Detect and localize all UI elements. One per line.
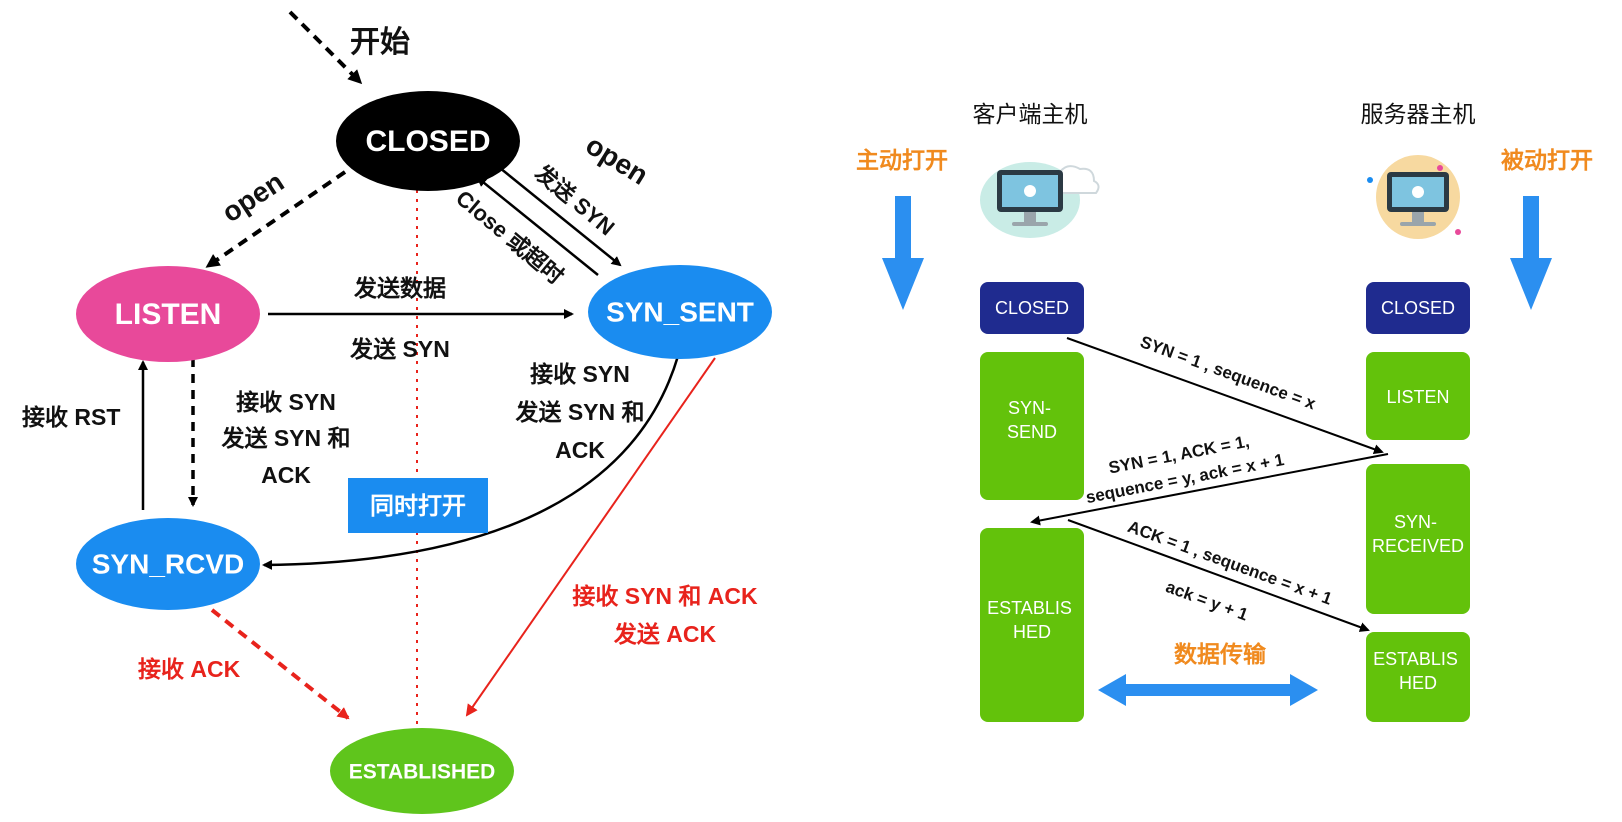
arrow-rcvd-established (210, 608, 350, 720)
passive-open-arrow (1510, 196, 1552, 310)
client-box-closed-label: CLOSED (995, 298, 1069, 318)
start-label: 开始 (350, 26, 410, 59)
label-sent-rcvd-3: ACK (555, 437, 605, 463)
client-box-syn-send-label: SYN- SEND (1007, 398, 1057, 442)
client-box-closed (980, 282, 1084, 334)
arrow-closed-listen (205, 170, 347, 268)
label-open-left: open (216, 166, 289, 228)
client-box-established (980, 528, 1084, 722)
state-syn-rcvd (76, 518, 260, 610)
client-computer-icon (980, 162, 1100, 238)
active-open-label: 主动打开 (856, 147, 948, 173)
simultaneous-open-label: 同时打开 (370, 492, 466, 520)
server-box-listen-label: LISTEN (1386, 387, 1449, 407)
msg2-arrow (1030, 453, 1389, 526)
label-recv-rst: 接收 RST (22, 404, 120, 430)
label-sent-rcvd-2: 发送 SYN 和 (514, 399, 644, 425)
arrow-synsent-rcvd (262, 355, 680, 570)
server-box-established (1366, 632, 1470, 722)
server-box-closed-label: CLOSED (1381, 298, 1455, 318)
client-title: 客户端主机 (973, 101, 1088, 127)
label-recv-ack: 接收 ACK (138, 656, 241, 682)
state-syn-rcvd-label: SYN_RCVD (92, 548, 244, 579)
data-transfer-arrow (1098, 674, 1318, 706)
client-box-established-label: ESTABLIS HED (987, 598, 1077, 642)
server-computer-icon (1367, 155, 1461, 239)
label-send-data: 发送数据 (353, 275, 446, 301)
label-open-right: open (580, 129, 653, 191)
state-closed (336, 91, 520, 191)
state-syn-sent-label: SYN_SENT (606, 296, 754, 327)
simultaneous-open-box (348, 478, 488, 533)
label-listen-rcvd-2: 发送 SYN 和 (220, 425, 350, 451)
state-established-label: ESTABLISHED (349, 761, 496, 784)
msg3-label-2: ack = y + 1 (1163, 577, 1250, 624)
state-closed-label: CLOSED (365, 125, 490, 158)
label-listen-rcvd-1: 接收 SYN (236, 389, 336, 415)
state-syn-sent (588, 265, 772, 359)
state-diagram: 开始 CLOSED LISTEN SYN_SENT SYN_RCVD ESTAB… (22, 10, 772, 814)
msg3-arrow (1067, 519, 1370, 632)
label-listen-rcvd-3: ACK (261, 462, 311, 488)
msg3-label-1: ACK = 1 , sequence = x + 1 (1125, 517, 1334, 609)
server-box-closed (1366, 282, 1470, 334)
state-listen (76, 266, 260, 362)
label-recv-synack-2: 发送 ACK (613, 621, 717, 647)
server-title: 服务器主机 (1361, 101, 1476, 127)
arrow-synsent-closed (476, 176, 599, 276)
arrow-synsent-established (465, 357, 716, 717)
handshake-diagram: 客户端主机 服务器主机 主动打开 被动打开 (856, 101, 1593, 722)
server-box-listen (1366, 352, 1470, 440)
server-box-syn-received-label: SYN- RECEIVED (1372, 512, 1464, 556)
passive-open-label: 被动打开 (1501, 147, 1593, 173)
active-open-arrow (882, 196, 924, 310)
arrow-closed-synsent (499, 167, 622, 267)
state-established (330, 728, 514, 814)
msg1-arrow (1066, 337, 1384, 454)
label-recv-synack-1: 接收 SYN 和 ACK (572, 583, 758, 609)
server-box-syn-received (1366, 464, 1470, 614)
label-send-syn-mid: 发送 SYN (349, 336, 450, 362)
client-box-syn-send (980, 352, 1084, 500)
server-box-established-label: ESTABLIS HED (1373, 649, 1463, 693)
label-sent-rcvd-1: 接收 SYN (530, 361, 630, 387)
state-listen-label: LISTEN (115, 298, 222, 331)
data-transfer-label: 数据传输 (1174, 641, 1267, 667)
